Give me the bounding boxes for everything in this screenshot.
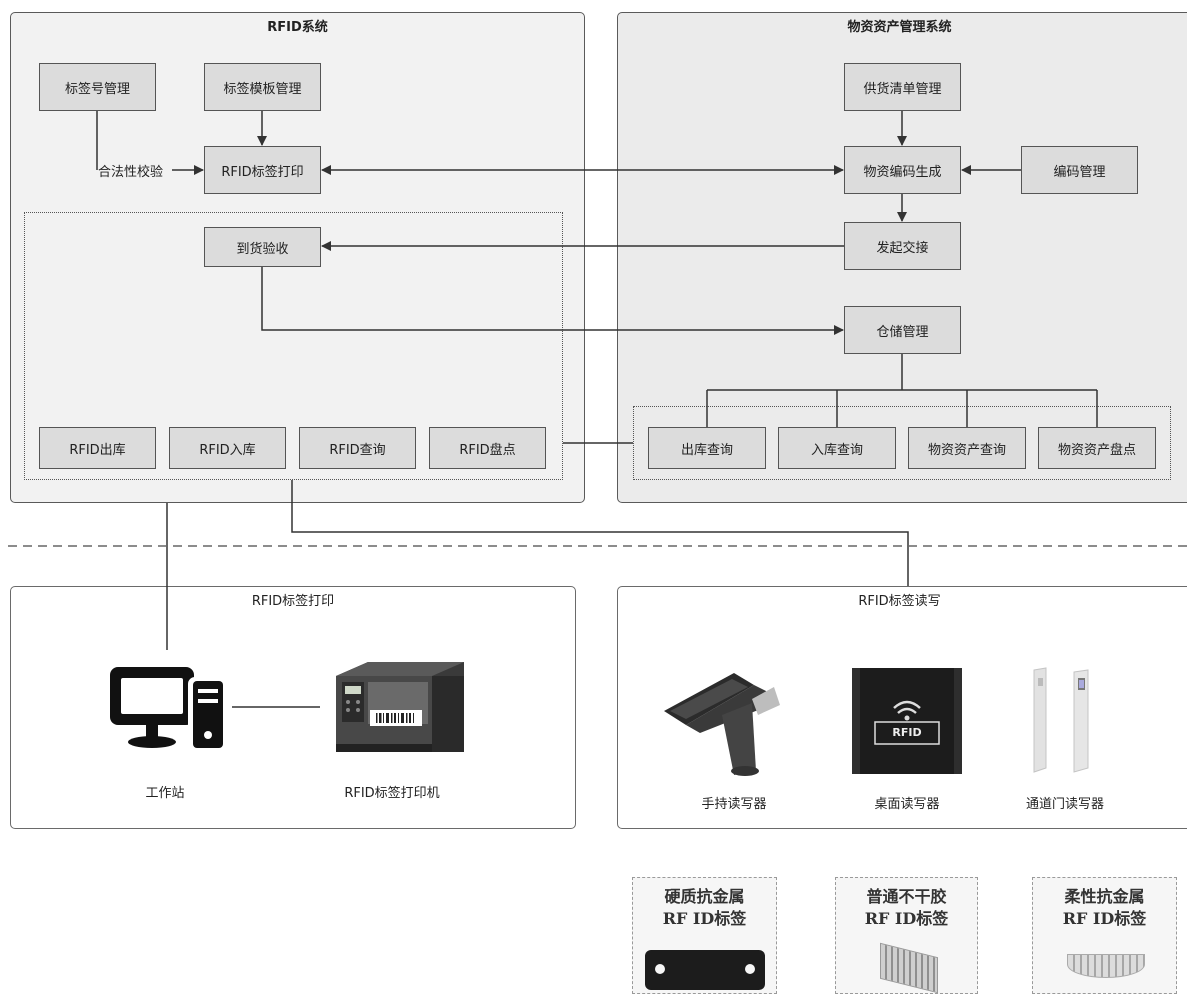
- workstation-label: 工作站: [145, 786, 185, 801]
- tag-card-line2: RF ID标签: [662, 909, 747, 928]
- rfid-print-panel: RFID标签打印: [10, 586, 576, 829]
- label-printer-icon: [332, 658, 468, 754]
- asset-query-region: [633, 406, 1171, 480]
- gate-reader-label: 通道门读写器: [1025, 797, 1104, 812]
- adhesive-tag-roll-icon: [880, 942, 938, 993]
- hard-metal-tag-icon: [645, 950, 765, 990]
- rfid-label-print-box[interactable]: RFID标签打印: [204, 146, 321, 194]
- desktop-reader-screen-text: RFID: [892, 726, 922, 739]
- rfid-operations-region: [24, 212, 563, 480]
- label-template-management-box[interactable]: 标签模板管理: [204, 63, 321, 111]
- gate-reader-icon: [1028, 664, 1108, 776]
- arrival-acceptance-box[interactable]: 到货验收: [204, 227, 321, 267]
- tag-card-hard-metal: 硬质抗金属 RF ID标签: [632, 877, 777, 994]
- tag-card-line1: 普通不干胶: [866, 887, 947, 906]
- asset-inventory-box[interactable]: 物资资产盘点: [1038, 427, 1156, 469]
- tag-card-line1: 硬质抗金属: [664, 887, 745, 906]
- initiate-handover-box[interactable]: 发起交接: [844, 222, 961, 270]
- flexible-tag-roll-icon: [1067, 954, 1145, 978]
- handheld-reader-icon: [662, 663, 792, 778]
- warehouse-management-box[interactable]: 仓储管理: [844, 306, 961, 354]
- supply-list-management-box[interactable]: 供货清单管理: [844, 63, 961, 111]
- tag-hole: [655, 964, 665, 974]
- reader-side: [852, 668, 860, 774]
- tag-card-title: 普通不干胶 RF ID标签: [836, 886, 977, 930]
- asset-system-title: 物资资产管理系统: [847, 20, 952, 35]
- printer-label: RFID标签打印机: [344, 786, 440, 801]
- rfid-print-panel-title: RFID标签打印: [251, 594, 335, 609]
- asset-query-box[interactable]: 物资资产查询: [908, 427, 1026, 469]
- desktop-computer-icon: [108, 665, 226, 751]
- desktop-reader-label: 桌面读写器: [874, 797, 940, 812]
- tag-hole: [745, 964, 755, 974]
- rfid-system-title: RFID系统: [267, 20, 328, 35]
- tag-card-line2: RF ID标签: [864, 909, 949, 928]
- tag-card-adhesive: 普通不干胶 RF ID标签: [835, 877, 978, 994]
- rfid-inventory-box[interactable]: RFID盘点: [429, 427, 546, 469]
- rfid-query-box[interactable]: RFID查询: [299, 427, 416, 469]
- tag-card-title: 柔性抗金属 RF ID标签: [1033, 886, 1176, 930]
- desktop-reader-icon: RFID: [852, 668, 962, 774]
- asset-code-generation-box[interactable]: 物资编码生成: [844, 146, 961, 194]
- tag-card-line2: RF ID标签: [1062, 909, 1147, 928]
- tag-card-flexible-metal: 柔性抗金属 RF ID标签: [1032, 877, 1177, 994]
- tag-card-line1: 柔性抗金属: [1064, 887, 1145, 906]
- rfid-inbound-box[interactable]: RFID入库: [169, 427, 286, 469]
- outbound-query-box[interactable]: 出库查询: [648, 427, 766, 469]
- inbound-query-box[interactable]: 入库查询: [778, 427, 896, 469]
- rfid-outbound-box[interactable]: RFID出库: [39, 427, 156, 469]
- label-number-management-box[interactable]: 标签号管理: [39, 63, 156, 111]
- legality-check-label: 合法性校验: [98, 165, 164, 180]
- tag-card-title: 硬质抗金属 RF ID标签: [633, 886, 776, 930]
- code-management-box[interactable]: 编码管理: [1021, 146, 1138, 194]
- handheld-reader-label: 手持读写器: [701, 797, 767, 812]
- reader-side: [954, 668, 962, 774]
- rfid-reader-panel-title: RFID标签读写: [858, 594, 941, 609]
